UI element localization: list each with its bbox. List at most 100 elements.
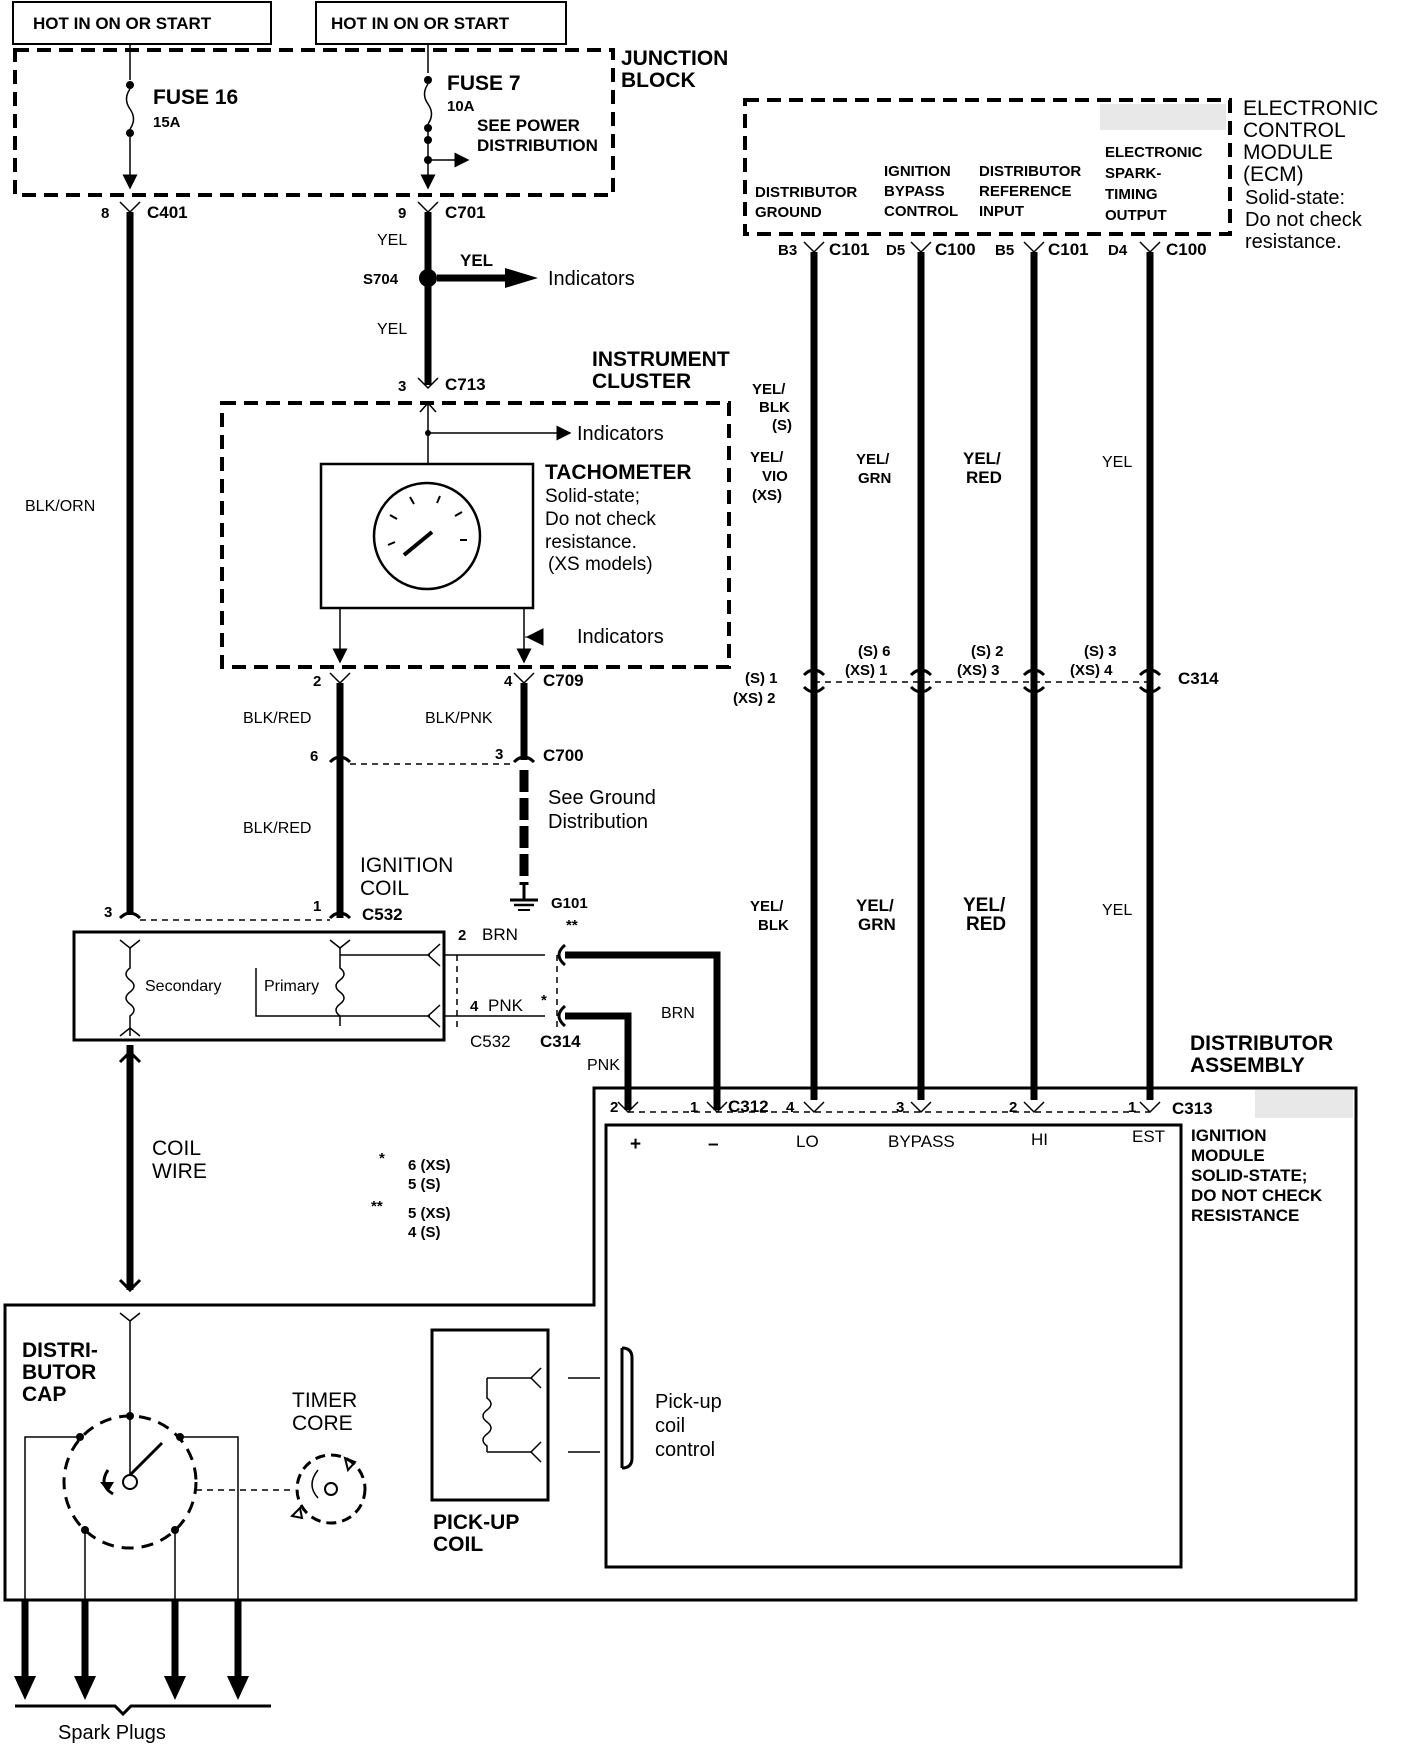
c312-pin-a: 2 bbox=[610, 1099, 618, 1116]
c701-label: C701 bbox=[445, 203, 486, 222]
c713-label: C713 bbox=[445, 375, 486, 394]
pickup-ctrl-3: control bbox=[655, 1439, 715, 1461]
cap-label-1: DISTRI- bbox=[22, 1339, 98, 1362]
fuse7-symbol bbox=[423, 83, 433, 125]
cap-label-3: CAP bbox=[22, 1383, 66, 1406]
footnote-star1-line1: 6 (XS) bbox=[408, 1157, 451, 1174]
primary-label: Primary bbox=[264, 978, 319, 995]
module-est: EST bbox=[1132, 1127, 1165, 1146]
low-wire3-2: RED bbox=[966, 914, 1006, 935]
secondary-winding bbox=[125, 948, 135, 1036]
ecm-col3-line2: REFERENCE bbox=[979, 183, 1072, 200]
low-wire3-1: YEL/ bbox=[963, 895, 1006, 916]
star1: * bbox=[541, 992, 547, 1009]
ecm-col3-line1: DISTRIBUTOR bbox=[979, 163, 1081, 180]
c313-label: C313 bbox=[1172, 1099, 1213, 1118]
low-wire4: YEL bbox=[1102, 902, 1132, 919]
wire-label-yel-arrow: YEL bbox=[460, 251, 493, 270]
tach-note-3: resistance. bbox=[545, 532, 637, 553]
c313-pin-est: 1 bbox=[1128, 1099, 1136, 1116]
coil-wire-label-1: COIL bbox=[152, 1137, 201, 1160]
ecm-conn-3: C101 bbox=[1048, 240, 1089, 259]
ecm-conn-1: C101 bbox=[829, 240, 870, 259]
ecm-box bbox=[743, 98, 1232, 236]
pickup-coil-box bbox=[430, 1328, 550, 1502]
c314-w2-s: (S) 6 bbox=[858, 643, 891, 660]
c312-pin-b: 1 bbox=[690, 1099, 698, 1116]
ecm-wire3-1: YEL/ bbox=[963, 449, 1001, 468]
ecm-pin-b3: B3 bbox=[778, 242, 797, 259]
ecm-pin-d4: D4 bbox=[1108, 242, 1128, 259]
ecm-col2-line2: BYPASS bbox=[884, 183, 945, 200]
ecm-col2-line3: CONTROL bbox=[884, 203, 958, 220]
fuse16-symbol bbox=[125, 88, 135, 130]
ecm-conn-2: C100 bbox=[935, 240, 976, 259]
ecm-col4-line4: OUTPUT bbox=[1105, 207, 1167, 224]
ecm-title-4: (ECM) bbox=[1243, 163, 1304, 186]
c709-label: C709 bbox=[543, 671, 584, 690]
wire-label-blk-orn: BLK/ORN bbox=[25, 498, 95, 515]
see-power-2: DISTRIBUTION bbox=[477, 136, 598, 155]
module-hi: HI bbox=[1031, 1130, 1048, 1149]
footnote-star1-line2: 5 (S) bbox=[408, 1176, 441, 1193]
ecm-col4-line3: TIMING bbox=[1105, 186, 1158, 203]
footnote-star2-line2: 4 (S) bbox=[408, 1224, 441, 1241]
distributor-title-2: ASSEMBLY bbox=[1190, 1054, 1305, 1077]
ecm-pin-d5: D5 bbox=[886, 242, 905, 259]
c701-pin: 9 bbox=[398, 205, 406, 222]
pickup-label-2: COIL bbox=[433, 1533, 483, 1556]
fuse16-name: FUSE 16 bbox=[153, 86, 238, 109]
c314-w4-xs: (XS) 4 bbox=[1070, 662, 1113, 679]
c401-pin: 8 bbox=[101, 205, 109, 222]
tachometer-needle bbox=[402, 530, 434, 557]
pickup-label-1: PICK-UP bbox=[433, 1511, 519, 1534]
c314-w2-xs: (XS) 1 bbox=[845, 662, 888, 679]
module-plus: + bbox=[630, 1134, 641, 1155]
indicators-s704: Indicators bbox=[548, 268, 635, 290]
module-note-2: MODULE bbox=[1191, 1146, 1265, 1165]
wire-label-brn-side: BRN bbox=[661, 1005, 695, 1022]
c532-lower: C532 bbox=[470, 1032, 511, 1051]
junction-block-box bbox=[13, 48, 615, 197]
wire-label-pnk-top: PNK bbox=[488, 996, 524, 1015]
c709-pin-a: 2 bbox=[313, 673, 321, 690]
pnk-pin: 4 bbox=[470, 998, 479, 1015]
wire-label-blk-red-2: BLK/RED bbox=[243, 820, 311, 837]
wire-pnk bbox=[565, 1012, 632, 1110]
arrow-to-indicators bbox=[505, 268, 538, 288]
ecm-col2-line1: IGNITION bbox=[884, 163, 951, 180]
module-lo: LO bbox=[796, 1132, 819, 1151]
c532-label: C532 bbox=[362, 905, 403, 924]
indicators-bottom: Indicators bbox=[577, 626, 664, 648]
ignition-module-box bbox=[604, 1123, 1183, 1569]
tach-note-1: Solid-state; bbox=[545, 486, 640, 507]
junction-block-title-1: JUNCTION bbox=[621, 47, 728, 70]
c314-label: C314 bbox=[1178, 669, 1219, 688]
wire-brn bbox=[565, 951, 721, 1110]
c709-pin-b: 4 bbox=[504, 673, 513, 690]
wire-label-yel-2: YEL bbox=[377, 321, 407, 338]
rotor-center bbox=[122, 1474, 138, 1490]
wire-label-brn-top: BRN bbox=[482, 925, 518, 944]
rotor-arm bbox=[128, 1441, 164, 1477]
power-box-right bbox=[315, 1, 567, 45]
ignition-coil-title-2: COIL bbox=[360, 877, 409, 900]
distributor-assembly-box bbox=[3, 1086, 1358, 1602]
cluster-title-2: CLUSTER bbox=[592, 370, 691, 393]
c314-w3-xs: (XS) 3 bbox=[957, 662, 1000, 679]
c713-pin: 3 bbox=[398, 378, 406, 395]
footnote-star2-mark: ** bbox=[371, 1198, 383, 1215]
ecm-pin-b5: B5 bbox=[995, 242, 1014, 259]
ecm-col4-line2: SPARK- bbox=[1105, 165, 1161, 182]
ecm-col1-line2: GROUND bbox=[755, 204, 822, 221]
module-minus: – bbox=[708, 1134, 719, 1155]
c313-pin-lo: 4 bbox=[786, 1099, 795, 1116]
ecm-col3-line3: INPUT bbox=[979, 203, 1024, 220]
timer-core-label-1: TIMER bbox=[292, 1389, 357, 1412]
module-note-3: SOLID-STATE; bbox=[1191, 1166, 1307, 1185]
c700-pin-b: 3 bbox=[495, 746, 503, 763]
ignition-coil-title-1: IGNITION bbox=[360, 854, 453, 877]
ecm-note-2: Do not check bbox=[1245, 209, 1363, 231]
tachometer-title: TACHOMETER bbox=[545, 461, 692, 484]
cluster-title-1: INSTRUMENT bbox=[592, 348, 730, 371]
